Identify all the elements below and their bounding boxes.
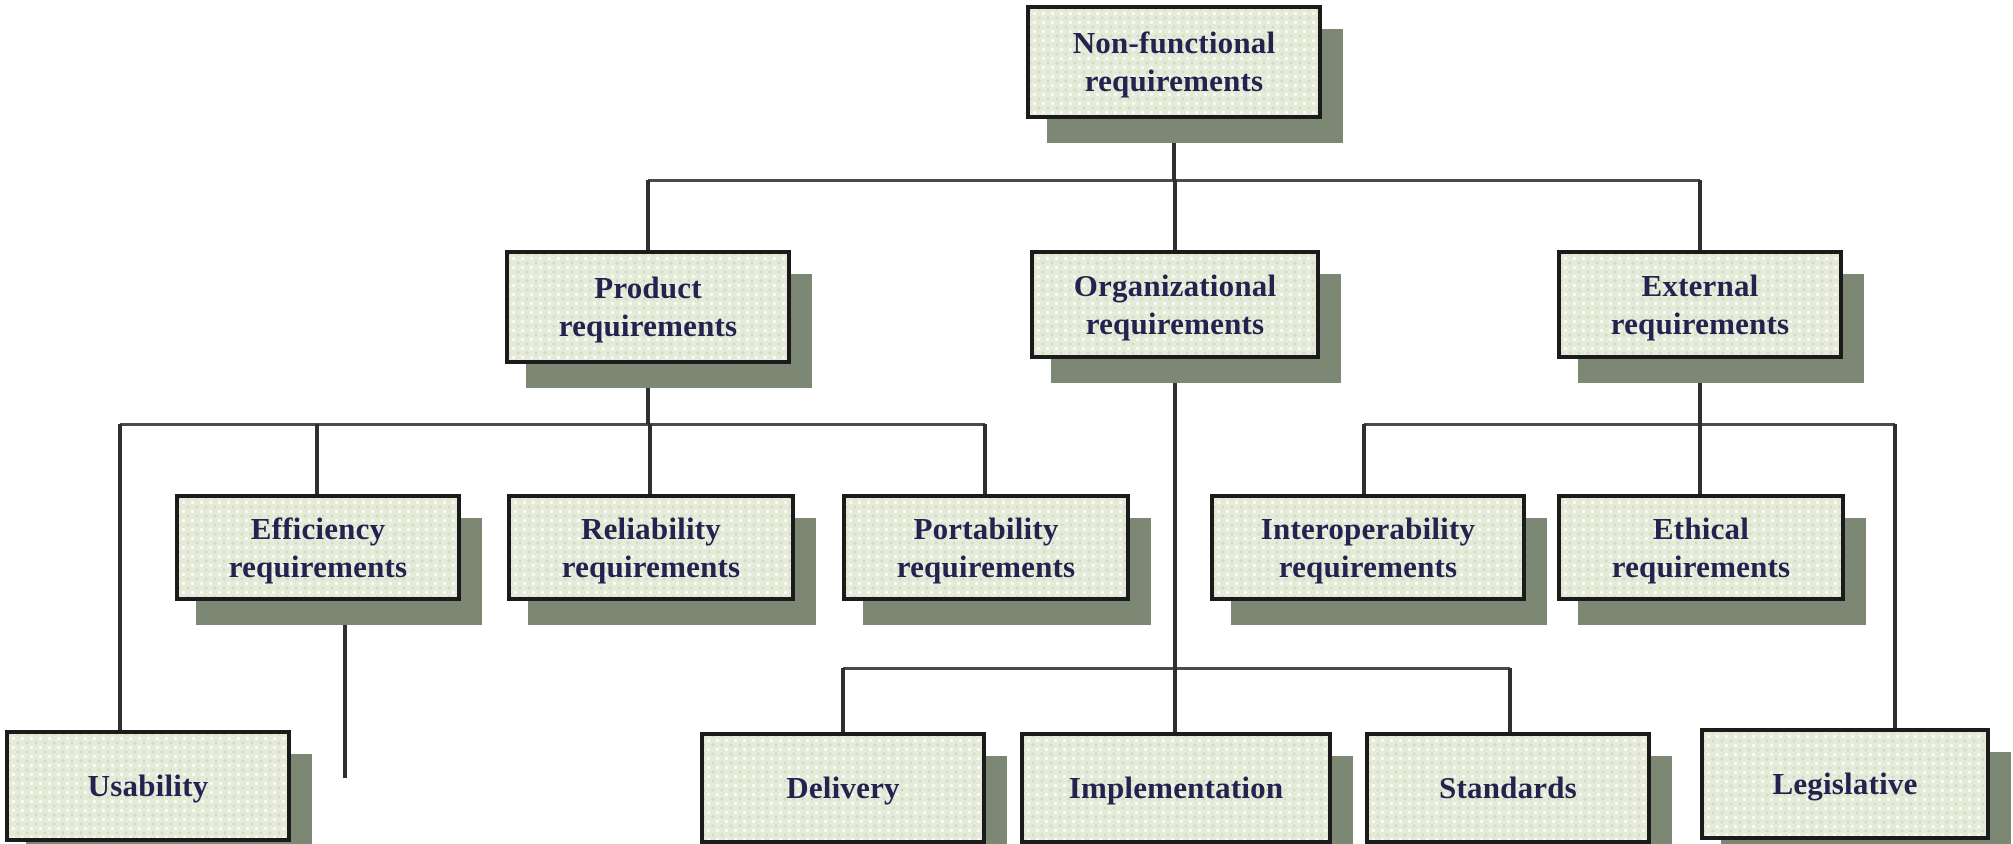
node-interoperability-requirements: Interoperability requirements xyxy=(1210,494,1526,601)
connector-to-usability xyxy=(118,424,122,732)
connector-to-legislative xyxy=(1893,424,1897,728)
node-label: requirements xyxy=(1610,305,1790,341)
connector-product-down xyxy=(646,363,650,424)
node-organizational-requirements: Organizational requirements xyxy=(1030,250,1320,359)
node-label: Usability xyxy=(87,768,209,803)
connector-external-down xyxy=(1698,359,1702,424)
node-standards: Standards xyxy=(1365,732,1651,844)
node-legislative: Legislative xyxy=(1700,728,1990,840)
node-non-functional-requirements: Non-functional requirements xyxy=(1026,5,1322,119)
node-delivery: Delivery xyxy=(700,732,986,844)
connector-to-standards xyxy=(1508,668,1512,732)
node-label: requirements xyxy=(896,548,1076,584)
connector-to-delivery xyxy=(841,668,845,732)
node-label: requirements xyxy=(558,308,738,343)
node-label: Product xyxy=(594,270,702,305)
node-label: Reliability xyxy=(581,510,721,546)
connector-to-interoperability xyxy=(1362,424,1366,494)
connector-nonfunctional-down xyxy=(1172,118,1176,180)
node-reliability-requirements: Reliability requirements xyxy=(507,494,795,601)
connector-organizational-to-implementation xyxy=(1173,359,1177,732)
node-label: requirements xyxy=(1084,63,1264,98)
node-label: Implementation xyxy=(1068,770,1284,805)
node-label: Organizational xyxy=(1073,267,1277,303)
connector-to-product xyxy=(646,180,650,250)
connector-product-children-horizontal xyxy=(120,423,985,426)
connector-efficiency-children xyxy=(343,601,347,778)
node-ethical-requirements: Ethical requirements xyxy=(1557,494,1845,601)
node-usability: Usability xyxy=(5,730,291,842)
node-label: Efficiency xyxy=(250,510,386,546)
node-efficiency-requirements: Efficiency requirements xyxy=(175,494,461,601)
node-label: requirements xyxy=(1611,548,1791,584)
connector-to-reliability xyxy=(648,424,652,494)
node-label: Legislative xyxy=(1772,766,1918,801)
connector-to-ethical xyxy=(1698,424,1702,494)
connector-to-external xyxy=(1698,180,1702,250)
node-label: requirements xyxy=(1278,548,1458,584)
connector-external-children-horizontal xyxy=(1364,423,1895,426)
node-label: requirements xyxy=(228,548,408,584)
node-label: Ethical xyxy=(1652,510,1750,546)
connector-to-efficiency xyxy=(315,424,319,494)
connector-to-organizational xyxy=(1173,180,1177,250)
node-product-requirements: Product requirements xyxy=(505,250,791,364)
node-label: Delivery xyxy=(786,770,900,805)
node-label: Standards xyxy=(1439,770,1577,805)
connector-to-portability xyxy=(983,424,987,494)
node-external-requirements: External requirements xyxy=(1557,250,1843,359)
node-label: requirements xyxy=(561,548,741,584)
node-label: Interoperability xyxy=(1260,510,1476,546)
node-label: Non-functional xyxy=(1072,25,1276,60)
node-label: requirements xyxy=(1085,305,1265,341)
node-portability-requirements: Portability requirements xyxy=(842,494,1130,601)
node-implementation: Implementation xyxy=(1020,732,1332,844)
node-label: Portability xyxy=(913,510,1059,546)
node-label: External xyxy=(1641,267,1759,303)
